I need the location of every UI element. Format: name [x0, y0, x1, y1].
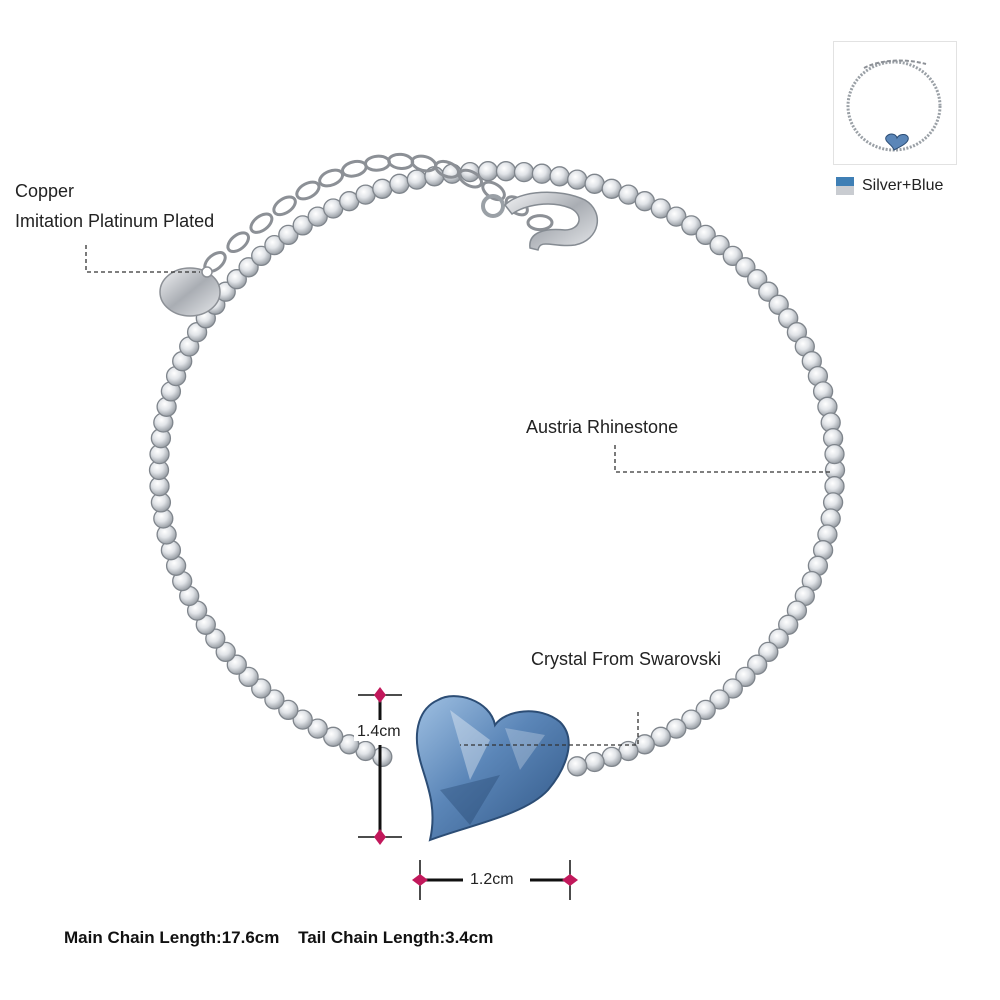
rhinestone — [778, 614, 799, 635]
rhinestone — [251, 245, 272, 267]
lobster-clasp — [481, 191, 599, 251]
rhinestone — [601, 746, 622, 768]
rhinestone — [567, 169, 588, 190]
rhinestone — [323, 726, 344, 747]
rhinestone — [389, 173, 410, 194]
rhinestone — [681, 709, 702, 730]
chain-link — [249, 212, 274, 234]
rhinestone — [709, 234, 730, 256]
material-label: Copper — [15, 181, 75, 201]
rhinestone — [722, 678, 743, 699]
rhinestone — [735, 666, 756, 688]
rhinestone — [584, 173, 605, 194]
rhinestone-leader-line — [614, 445, 830, 473]
chain-link — [387, 152, 415, 170]
rhinestone — [226, 654, 247, 675]
rhinestone — [278, 699, 299, 721]
main-chain-length: Main Chain Length:17.6cm — [64, 928, 280, 947]
crystal-label: Crystal From Swarovski — [531, 649, 722, 669]
rhinestone — [747, 654, 768, 675]
rhinestone — [292, 709, 313, 730]
rhinestone — [251, 678, 272, 699]
copper-leader-line — [85, 245, 200, 273]
chain-tag — [159, 267, 221, 317]
chain-link — [457, 168, 483, 189]
rhinestone — [549, 166, 570, 187]
rhinestone-chain — [148, 161, 846, 777]
rhinestone — [695, 224, 716, 246]
chain-link — [226, 231, 250, 254]
rhinestone — [372, 178, 393, 199]
rhinestone — [205, 628, 226, 649]
rhinestone — [584, 751, 605, 773]
rhinestone — [292, 215, 313, 236]
tail-chain-length: Tail Chain Length:3.4cm — [298, 928, 494, 947]
height-value: 1.4cm — [354, 723, 404, 741]
rhinestone — [238, 666, 259, 688]
rhinestone — [278, 224, 299, 246]
rhinestone — [264, 234, 285, 256]
rhinestone — [709, 689, 730, 710]
variant-option[interactable]: Silver+Blue — [836, 177, 943, 195]
crystal-leader-line — [460, 712, 639, 746]
rhinestone — [768, 628, 789, 649]
chain-link — [341, 159, 368, 178]
rhinestone — [824, 443, 845, 465]
rhinestone — [495, 161, 517, 182]
color-swatch-icon — [836, 177, 854, 195]
chain-length-spec: Main Chain Length:17.6cm Tail Chain Leng… — [64, 928, 493, 948]
plating-label: Imitation Platinum Plated — [15, 211, 215, 231]
rhinestone — [666, 718, 687, 739]
rhinestone — [238, 257, 259, 278]
rhinestone — [513, 161, 535, 183]
width-dimension — [412, 860, 578, 900]
heart-crystal-image — [415, 695, 570, 842]
variant-name: Silver+Blue — [862, 177, 944, 194]
rhinestone — [666, 206, 687, 227]
chain-link — [272, 195, 297, 217]
rhinestone — [758, 641, 779, 663]
rhinestone — [215, 641, 236, 663]
height-dimension — [358, 687, 402, 845]
rhinestone — [567, 756, 588, 777]
rhinestone-label: Austria Rhinestone — [526, 417, 679, 437]
chain-link — [295, 180, 321, 201]
rhinestone — [681, 215, 702, 236]
rhinestone — [531, 163, 553, 184]
variant-thumbnail-image[interactable] — [833, 41, 957, 165]
rhinestone — [695, 699, 716, 721]
chain-link — [526, 214, 554, 232]
rhinestone — [722, 245, 743, 267]
chain-link — [318, 168, 345, 188]
rhinestone — [406, 169, 427, 190]
width-value: 1.2cm — [467, 871, 517, 889]
rhinestone — [264, 689, 285, 710]
rhinestone — [307, 718, 328, 739]
chain-link — [364, 154, 391, 172]
